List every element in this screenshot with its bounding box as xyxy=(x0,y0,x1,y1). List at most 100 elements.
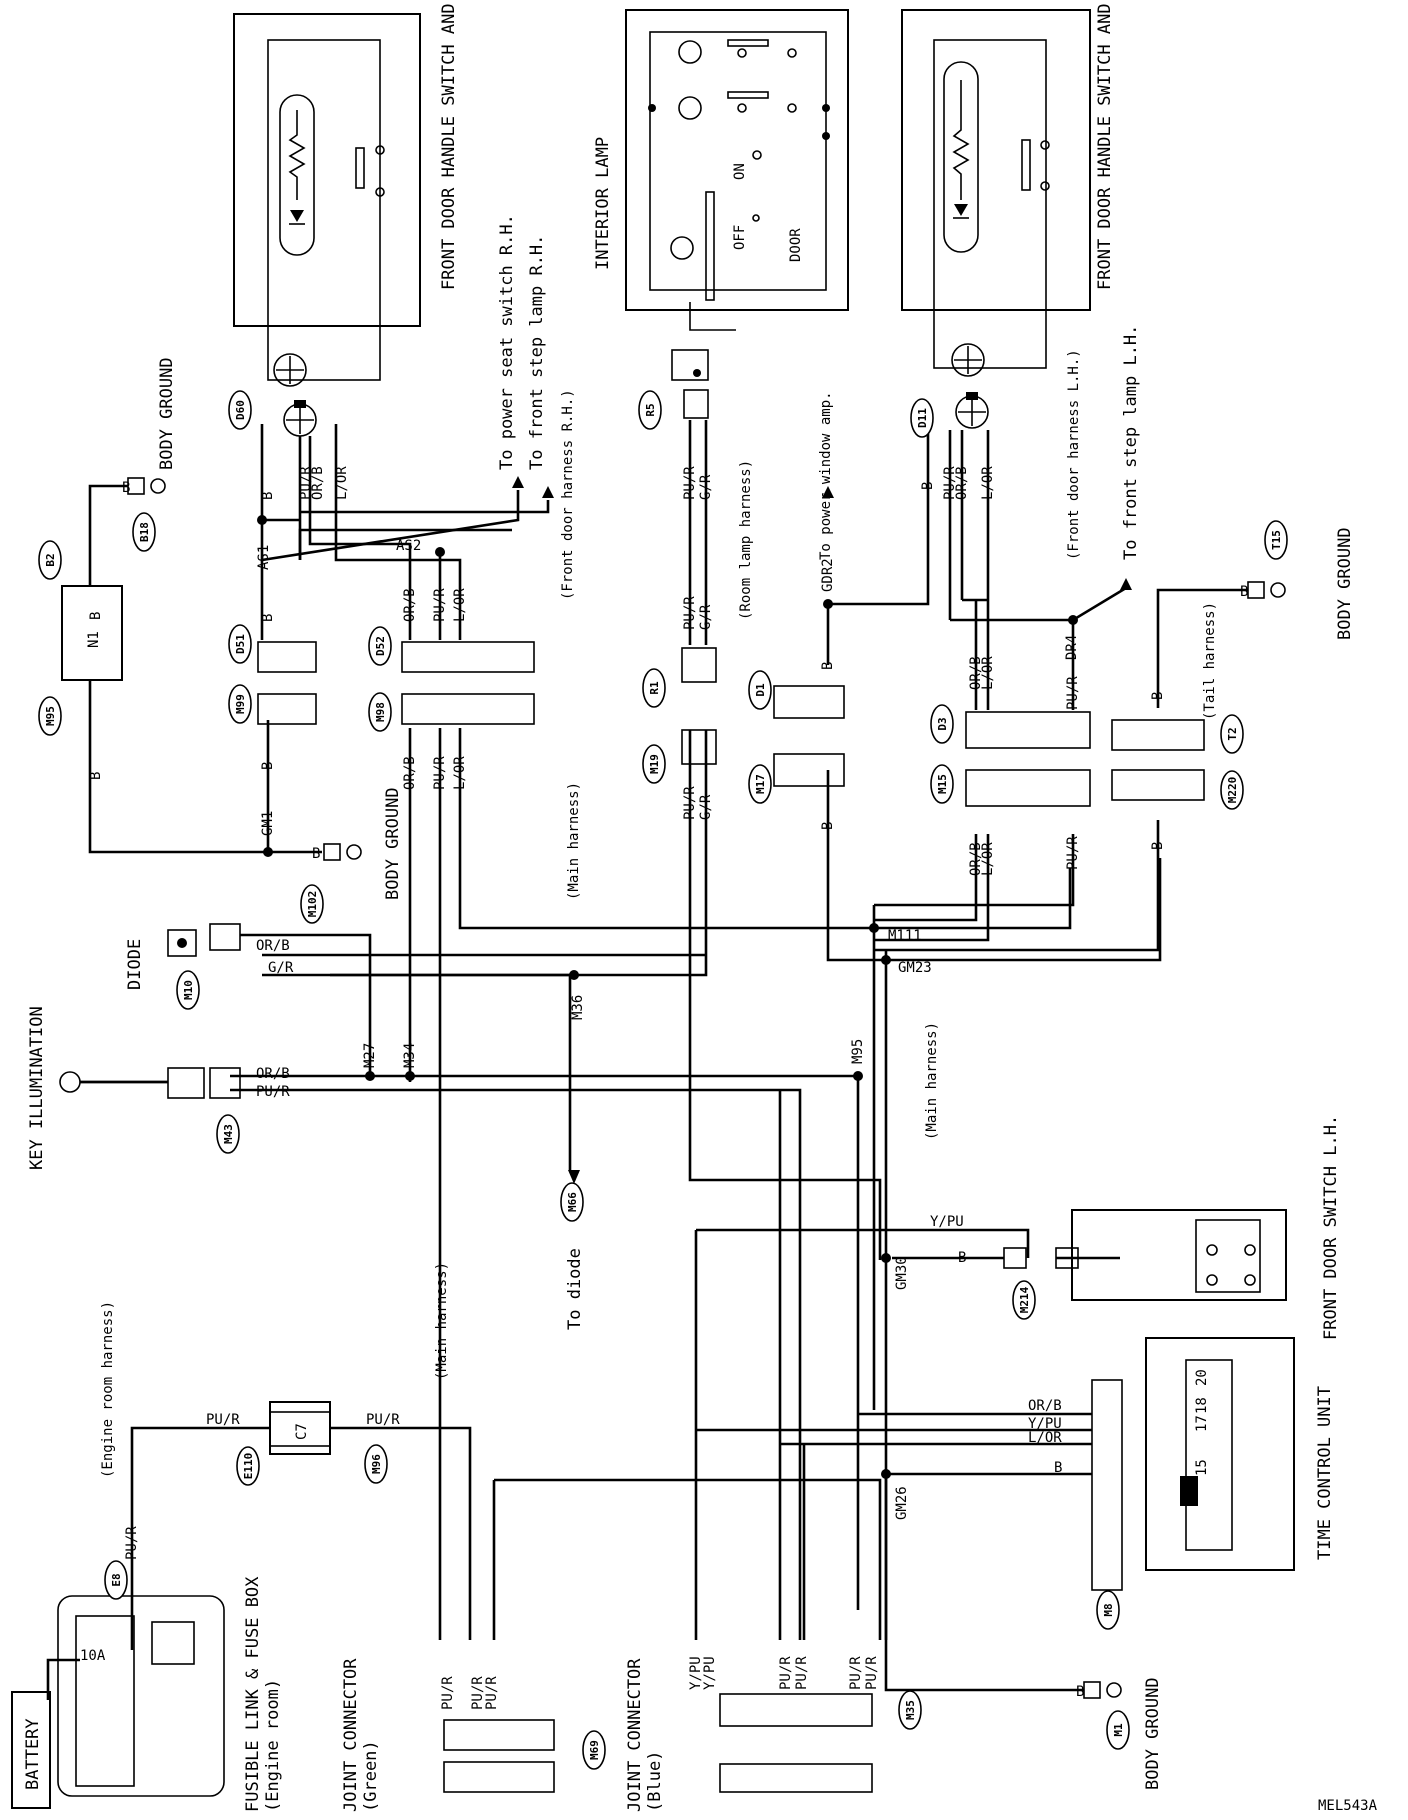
label-c7: C7 xyxy=(294,1423,310,1440)
svg-text:E8: E8 xyxy=(110,1573,123,1586)
svg-text:M1: M1 xyxy=(1112,1723,1125,1737)
junction-gm26: GM26 xyxy=(894,1486,910,1520)
c7-block-frame xyxy=(269,1401,331,1455)
tag-r5: R5 xyxy=(638,390,662,430)
svg-text:D1: D1 xyxy=(754,683,767,697)
tag-m19: M19 xyxy=(642,744,666,784)
svg-text:OR/B: OR/B xyxy=(256,1066,290,1082)
svg-text:M69: M69 xyxy=(588,1740,601,1760)
tag-d1: D1 xyxy=(748,670,772,710)
svg-text:PU/R: PU/R xyxy=(1065,676,1081,710)
junction-m27: M27 xyxy=(362,1043,378,1068)
svg-text:PU/R: PU/R xyxy=(682,466,698,500)
wires xyxy=(46,420,1248,1700)
svg-text:PU/R: PU/R xyxy=(794,1656,810,1690)
svg-text:B: B xyxy=(1076,1684,1084,1700)
tag-m95: M95 xyxy=(38,696,62,736)
note-main-harness-2: (Main harness) xyxy=(924,1022,940,1140)
svg-text:L/OR: L/OR xyxy=(452,588,468,622)
tag-e8: E8 xyxy=(104,1560,128,1600)
label-fuse-value: 10A xyxy=(80,1648,106,1664)
tcu-pin-labels: 15 17 18 20 xyxy=(1194,1369,1210,1476)
svg-text:D3: D3 xyxy=(936,717,949,730)
svg-text:B: B xyxy=(88,612,104,620)
svg-text:PU/R: PU/R xyxy=(470,1676,486,1710)
svg-text:Y/PU: Y/PU xyxy=(702,1656,718,1690)
tag-m99: M99 xyxy=(228,684,252,724)
tag-m98: M98 xyxy=(368,692,392,732)
svg-text:L/OR: L/OR xyxy=(1028,1430,1062,1446)
note-front-door-harness-rh: (Front door harness R.H.) xyxy=(560,389,576,600)
svg-text:M214: M214 xyxy=(1018,1286,1031,1313)
tag-m17: M17 xyxy=(748,764,772,804)
tag-m69: M69 xyxy=(582,1730,606,1770)
svg-text:PU/R: PU/R xyxy=(778,1656,794,1690)
note-to-power-seat: To power seat switch R.H. xyxy=(497,214,517,470)
label-front-door-handle-rh: FRONT DOOR HANDLE SWITCH AND KEY HOLE IL… xyxy=(439,0,459,290)
svg-text:B: B xyxy=(1150,842,1166,850)
label-n1: N1 xyxy=(86,631,102,648)
label-joint-green-sub: (Green) xyxy=(361,1740,381,1812)
svg-text:G/R: G/R xyxy=(698,794,714,820)
svg-text:15: 15 xyxy=(1194,1459,1210,1476)
junction-m34: M34 xyxy=(402,1043,418,1068)
tag-d11: D11 xyxy=(910,398,934,438)
svg-text:M43: M43 xyxy=(222,1124,235,1144)
svg-text:G/R: G/R xyxy=(698,604,714,630)
svg-text:Y/PU: Y/PU xyxy=(688,1656,704,1690)
svg-text:D60: D60 xyxy=(234,400,247,420)
svg-text:Y/PU: Y/PU xyxy=(930,1214,964,1230)
svg-text:M19: M19 xyxy=(648,754,661,774)
junction-m95: M95 xyxy=(850,1039,866,1064)
svg-text:PU/R: PU/R xyxy=(682,596,698,630)
svg-text:PU/R: PU/R xyxy=(298,466,314,500)
label-interior-off: OFF xyxy=(732,225,748,250)
key-illumination-symbol xyxy=(59,1071,168,1093)
label-body-ground-b18: BODY GROUND xyxy=(157,357,177,470)
junction-gm23: GM23 xyxy=(898,960,932,976)
svg-text:R5: R5 xyxy=(644,403,657,416)
svg-text:PU/R: PU/R xyxy=(484,1676,500,1710)
tag-m10: M10 xyxy=(176,970,200,1010)
tag-m214: M214 xyxy=(1012,1280,1036,1320)
svg-text:L/OR: L/OR xyxy=(980,842,996,876)
svg-text:E110: E110 xyxy=(242,1453,255,1480)
svg-text:M35: M35 xyxy=(904,1700,917,1720)
label-body-ground-t15: BODY GROUND xyxy=(1335,527,1355,640)
front-door-handle-lh-component xyxy=(901,9,1091,377)
n1-block xyxy=(61,585,123,681)
svg-text:PU/R: PU/R xyxy=(206,1412,240,1428)
label-time-control-unit: TIME CONTROL UNIT xyxy=(1315,1386,1335,1560)
svg-text:17: 17 xyxy=(1194,1415,1210,1432)
note-to-front-step-lh: To front step lamp L.H. xyxy=(1121,325,1141,560)
label-front-door-switch-lh: FRONT DOOR SWITCH L.H. xyxy=(1321,1115,1341,1340)
svg-text:OR/B: OR/B xyxy=(1028,1398,1062,1414)
svg-text:D52: D52 xyxy=(374,636,387,656)
tag-m96: M96 xyxy=(364,1444,388,1484)
time-control-unit-box xyxy=(1145,1337,1295,1571)
svg-text:B: B xyxy=(820,822,836,830)
svg-text:G/R: G/R xyxy=(268,960,294,976)
ground-symbols xyxy=(127,477,1286,1699)
svg-text:B: B xyxy=(312,846,320,862)
label-body-ground-m102: BODY GROUND xyxy=(383,787,403,900)
tag-r1: R1 xyxy=(642,668,666,708)
svg-text:L/OR: L/OR xyxy=(452,756,468,790)
interior-lamp-component xyxy=(625,9,849,419)
svg-text:M220: M220 xyxy=(1226,777,1239,804)
tag-m43: M43 xyxy=(216,1114,240,1154)
junction-dots xyxy=(257,515,1078,1479)
svg-text:OR/B: OR/B xyxy=(402,588,418,622)
svg-text:B18: B18 xyxy=(138,522,151,542)
svg-text:B: B xyxy=(958,1250,966,1266)
svg-text:PU/R: PU/R xyxy=(256,1084,290,1100)
svg-text:B: B xyxy=(122,480,130,496)
junction-gdr2: GDR2 xyxy=(820,558,836,592)
svg-text:Y/PU: Y/PU xyxy=(1028,1416,1062,1432)
svg-text:18: 18 xyxy=(1194,1397,1210,1414)
note-room-lamp-harness: (Room lamp harness) xyxy=(738,460,754,620)
label-body-ground-m1: BODY GROUND xyxy=(1143,1677,1163,1790)
junction-as1: AS1 xyxy=(256,545,272,570)
tag-e110: E110 xyxy=(236,1446,260,1486)
